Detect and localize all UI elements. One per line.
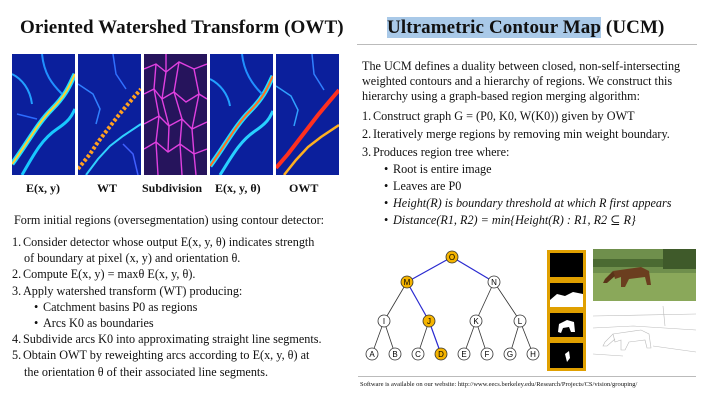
horse-photo — [593, 249, 696, 301]
ucm-step-1: 1.Construct graph G = (P0, K0, W(K0)) gi… — [362, 109, 635, 123]
owt-step-1: 1.Consider detector whose output E(x, y,… — [12, 235, 315, 249]
ucm-title-rule — [357, 44, 697, 45]
tree-label-m: M — [404, 278, 411, 287]
tree-label-b: B — [392, 350, 397, 359]
watershed-image — [78, 54, 141, 175]
tree-label-l: L — [518, 317, 523, 326]
owt-sub-2: •Arcs K0 as boundaries — [34, 316, 154, 331]
subdivision-image — [144, 54, 207, 175]
tree-label-k: K — [473, 317, 479, 326]
owt-step-3: 3.Apply watershed transform (WT) produci… — [12, 283, 243, 298]
edge-map-image — [12, 54, 75, 175]
tree-node-i — [377, 314, 391, 328]
tree-label-e: E — [461, 350, 466, 359]
ucm-boundary-image — [593, 306, 696, 363]
tree-node-k — [469, 314, 483, 328]
owt-image — [276, 54, 339, 175]
tree-label-g: G — [507, 350, 513, 359]
tree-label-f: F — [485, 350, 490, 359]
tree-node-a — [365, 347, 379, 361]
ucm-step-2: 2.Iteratively merge regions by removing … — [362, 127, 670, 141]
tree-node-f — [480, 347, 494, 361]
tree-node-m — [400, 275, 414, 289]
ucm-sub-1: •Root is entire image — [384, 162, 492, 176]
tree-node-l — [513, 314, 527, 328]
region-strip-panel — [547, 250, 586, 371]
owt-step-1-cont: of boundary at pixel (x, y) and orientat… — [24, 251, 241, 266]
tree-label-j: J — [427, 317, 431, 326]
tree-node-j — [422, 314, 436, 328]
tree-label-d: D — [438, 350, 444, 359]
ucm-para-line-2: weighted contours and a hierarchy of reg… — [362, 74, 673, 88]
owt-step-5-cont: the orientation θ of their associated li… — [24, 364, 269, 379]
tree-node-n — [487, 275, 501, 289]
owt-step-2: 2.Compute E(x, y) = maxθ E(x, y, θ). — [12, 267, 196, 282]
ucm-sub-3: •Height(R) is boundary threshold at whic… — [384, 196, 672, 210]
tree-node-g — [503, 347, 517, 361]
tree-edge-o-m — [406, 256, 453, 283]
owt-steps-list: 1.Consider detector whose output E(x, y,… — [12, 234, 322, 380]
owt-intro: Form initial regions (oversegmentation) … — [14, 213, 325, 227]
label-edge-map: E(x, y) — [26, 181, 60, 195]
ucm-para-line-1: The UCM defines a duality between closed… — [362, 59, 681, 73]
ucm-sub-4: •Distance(R1, R2) = min{Height(R) : R1, … — [384, 213, 636, 227]
label-subdivision: Subdivision — [142, 181, 203, 195]
owt-title: Oriented Watershed Transform (OWT) — [20, 17, 344, 38]
tree-label-c: C — [415, 350, 421, 359]
tree-node-e — [457, 347, 471, 361]
label-wt: WT — [97, 181, 118, 195]
tree-node-b — [388, 347, 402, 361]
ucm-step-3: 3.Produces region tree where: — [362, 145, 510, 159]
tree-label-h: H — [530, 350, 536, 359]
tree-edge-o-n — [451, 256, 495, 283]
ucm-title: Ultrametric Contour Map (UCM) — [387, 17, 664, 39]
ucm-sub-2: •Leaves are P0 — [384, 179, 462, 193]
tree-edge-n-l — [493, 281, 521, 322]
tree-node-h — [526, 347, 540, 361]
owt-sub-1: •Catchment basins P0 as regions — [34, 299, 198, 314]
tree-edge-m-j — [406, 281, 430, 322]
ucm-para-line-3: hierarchy using a graph-based region mer… — [362, 89, 640, 103]
footer-rule — [358, 376, 696, 377]
tree-node-d — [434, 347, 448, 361]
tree-edge-m-i — [383, 281, 408, 322]
region-tree-diagram: O M N I J K L A B C D E F G H — [365, 250, 540, 361]
tree-label-a: A — [369, 350, 375, 359]
label-oriented-edge: E(x, y, θ) — [215, 181, 261, 195]
tree-edge-n-k — [475, 281, 495, 322]
owt-step-4: 4.Subdivide arcs K0 into approximating s… — [12, 332, 322, 347]
ucm-title-rest: (UCM) — [601, 17, 665, 38]
ucm-steps-list: 1.Construct graph G = (P0, K0, W(K0)) gi… — [362, 107, 672, 229]
software-footer: Software is available on our website: ht… — [360, 381, 638, 388]
tree-label-o: O — [449, 253, 455, 262]
oriented-edge-image — [210, 54, 273, 175]
tree-node-c — [411, 347, 425, 361]
label-owt: OWT — [289, 181, 319, 195]
tree-label-n: N — [491, 278, 497, 287]
tree-label-i: I — [383, 317, 385, 326]
ucm-title-highlight: Ultrametric Contour Map — [387, 17, 602, 38]
tree-node-o — [445, 250, 459, 264]
owt-step-5: 5.Obtain OWT by reweighting arcs accordi… — [12, 348, 310, 363]
